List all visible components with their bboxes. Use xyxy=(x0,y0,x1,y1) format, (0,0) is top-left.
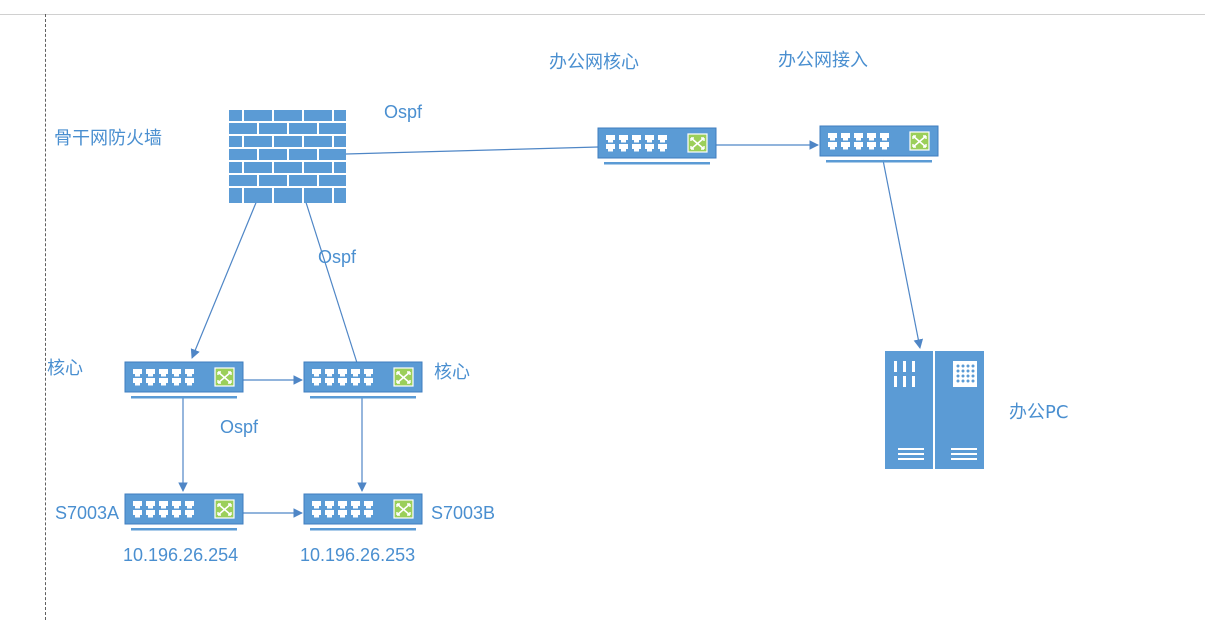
label-core-right: 核心 xyxy=(434,362,470,383)
switch-icon-office-access xyxy=(820,126,938,163)
label-ospf-firewall-core: Ospf xyxy=(318,247,357,267)
top-divider xyxy=(0,14,1205,15)
label-ip-s7003b: 10.196.26.253 xyxy=(300,545,416,565)
switch-icon-core-left xyxy=(125,362,243,399)
switch-icon-s7003a xyxy=(125,494,243,531)
label-office-access: 办公网接入 xyxy=(778,50,868,71)
switch-icon-s7003b xyxy=(304,494,422,531)
label-office-core: 办公网核心 xyxy=(549,52,639,73)
label-s7003a: S7003A xyxy=(55,503,120,523)
link-firewall-office-core xyxy=(345,146,599,155)
links xyxy=(178,140,924,518)
label-ip-s7003a: 10.196.26.254 xyxy=(123,545,239,565)
label-core-left: 核心 xyxy=(47,358,83,379)
label-office-pc: 办公PC xyxy=(1009,402,1069,423)
label-s7003b: S7003B xyxy=(431,503,496,523)
switch-icon-core-right xyxy=(304,362,422,399)
link-firewall-core-right xyxy=(302,192,359,367)
server-icon-office-pc xyxy=(885,351,984,469)
firewall-icon xyxy=(229,110,346,203)
label-backbone-firewall: 骨干网防火墙 xyxy=(54,128,162,149)
label-ospf-firewall-office: Ospf xyxy=(384,102,423,122)
link-firewall-core-left xyxy=(190,175,268,359)
switch-icon-office-core xyxy=(598,128,716,165)
label-ospf-core-s7003a: Ospf xyxy=(220,417,259,437)
left-dashed-divider xyxy=(45,14,46,620)
link-office-access-office-pc xyxy=(882,159,924,349)
